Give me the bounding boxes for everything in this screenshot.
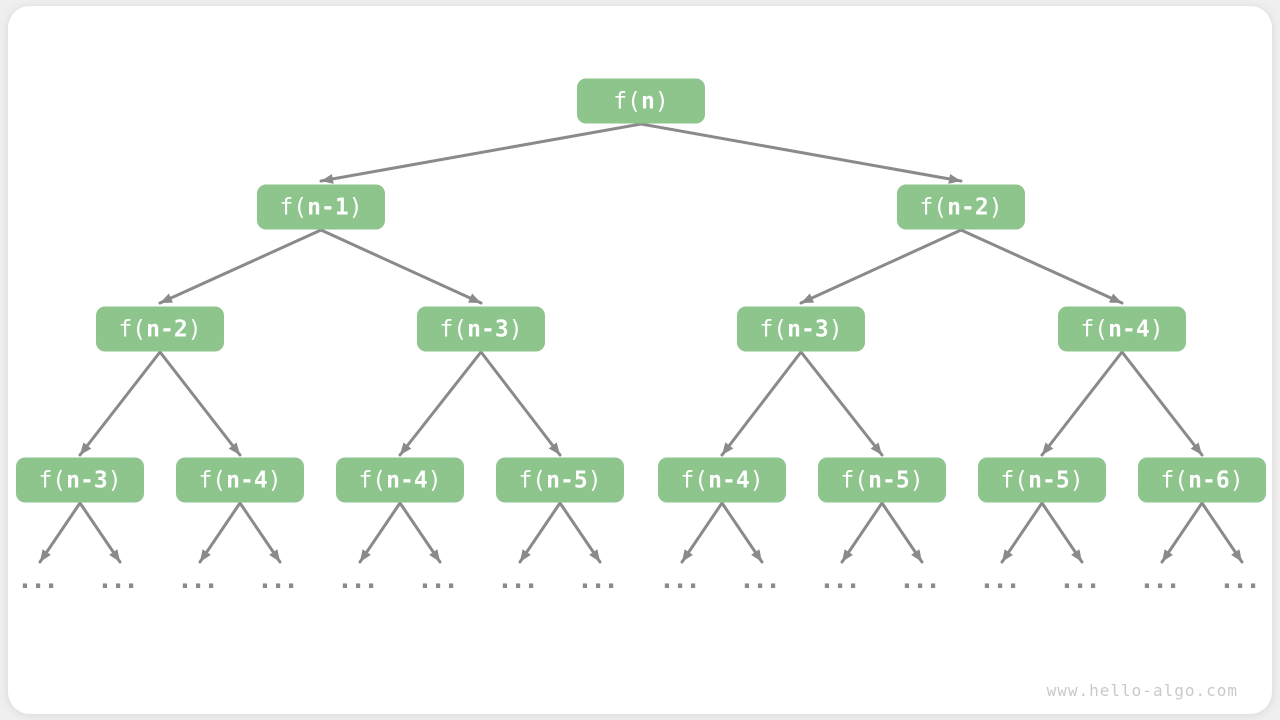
node-label-suffix: ) [427, 467, 442, 493]
node-l1-0: f(n-1) [257, 184, 385, 230]
node-l2-2: f(n-3) [737, 306, 865, 352]
node-label-suffix: ) [654, 88, 669, 114]
node-label-arg: n-6 [1188, 467, 1230, 493]
node-label-prefix: f( [613, 88, 641, 114]
node-label-arg: n-2 [947, 194, 989, 220]
node-label-arg: n-5 [1028, 467, 1070, 493]
node-label-suffix: ) [1229, 467, 1244, 493]
node-label-arg: n-5 [546, 467, 588, 493]
ellipsis-15: ... [1222, 566, 1262, 594]
node-l2-3: f(n-4) [1058, 306, 1186, 352]
node-l3-1: f(n-4) [176, 457, 304, 503]
node-label-suffix: ) [348, 194, 363, 220]
ellipsis-8: ... [662, 566, 702, 594]
edges-level2-to-level3 [158, 228, 1124, 305]
node-l3-2: f(n-4) [336, 457, 464, 503]
node-label-prefix: f( [518, 467, 547, 493]
ellipsis-5: ... [420, 566, 460, 594]
ellipsis-14: ... [1142, 566, 1182, 594]
node-label-arg: n-4 [708, 467, 750, 493]
node-label-prefix: f( [759, 316, 788, 342]
node-label-prefix: f( [840, 467, 869, 493]
node-label-prefix: f( [680, 467, 709, 493]
node-l3-7: f(n-6) [1138, 457, 1266, 503]
node-label-suffix: ) [749, 467, 764, 493]
ellipsis-12: ... [982, 566, 1022, 594]
node-l3-4: f(n-4) [658, 457, 786, 503]
node-label-suffix: ) [1149, 316, 1164, 342]
node-label-suffix: ) [828, 316, 843, 342]
node-label-prefix: f( [1080, 316, 1109, 342]
ellipsis-2: ... [180, 566, 220, 594]
node-l2-1: f(n-3) [417, 306, 545, 352]
node-label-suffix: ) [267, 467, 282, 493]
watermark: www.hello-algo.com [1046, 681, 1238, 700]
node-label-suffix: ) [909, 467, 924, 493]
node-label-suffix: ) [1069, 467, 1084, 493]
node-l3-5: f(n-5) [818, 457, 946, 503]
node-label-arg: n-3 [66, 467, 108, 493]
ellipsis-13: ... [1062, 566, 1102, 594]
ellipsis-11: ... [902, 566, 942, 594]
ellipsis-1: ... [100, 566, 140, 594]
node-label-arg: n [640, 88, 655, 114]
node-label-prefix: f( [919, 194, 948, 220]
node-label-prefix: f( [1000, 467, 1029, 493]
node-label-arg: n-4 [386, 467, 428, 493]
edges-level3-to-level4 [78, 350, 1204, 457]
node-label-arg: n-3 [787, 316, 829, 342]
ellipsis-7: ... [580, 566, 620, 594]
node-l0-0: f(n) [577, 78, 705, 124]
node-label-prefix: f( [358, 467, 387, 493]
node-label-arg: n-4 [226, 467, 268, 493]
edges-root-to-level2 [319, 122, 963, 184]
node-label-suffix: ) [508, 316, 523, 342]
node-l1-1: f(n-2) [897, 184, 1025, 230]
node-label-suffix: ) [988, 194, 1003, 220]
ellipsis-4: ... [340, 566, 380, 594]
node-l3-3: f(n-5) [496, 457, 624, 503]
ellipsis-9: ... [742, 566, 782, 594]
ellipsis-3: ... [260, 566, 300, 594]
edges-level4-to-ellipsis [38, 501, 1244, 564]
node-label-suffix: ) [107, 467, 122, 493]
node-label-suffix: ) [187, 316, 202, 342]
node-l3-6: f(n-5) [978, 457, 1106, 503]
node-label-arg: n-1 [307, 194, 349, 220]
node-label-prefix: f( [118, 316, 147, 342]
node-label-arg: n-4 [1108, 316, 1150, 342]
node-label-prefix: f( [38, 467, 67, 493]
ellipsis-0: ... [20, 566, 60, 594]
node-label-suffix: ) [587, 467, 602, 493]
node-l3-0: f(n-3) [16, 457, 144, 503]
node-l2-0: f(n-2) [96, 306, 224, 352]
node-label-arg: n-3 [467, 316, 509, 342]
node-label-prefix: f( [439, 316, 468, 342]
node-label-arg: n-2 [146, 316, 188, 342]
node-label-arg: n-5 [868, 467, 910, 493]
node-label-prefix: f( [1160, 467, 1189, 493]
node-label-prefix: f( [198, 467, 227, 493]
node-label-prefix: f( [279, 194, 308, 220]
ellipsis-6: ... [500, 566, 540, 594]
ellipsis-10: ... [822, 566, 862, 594]
